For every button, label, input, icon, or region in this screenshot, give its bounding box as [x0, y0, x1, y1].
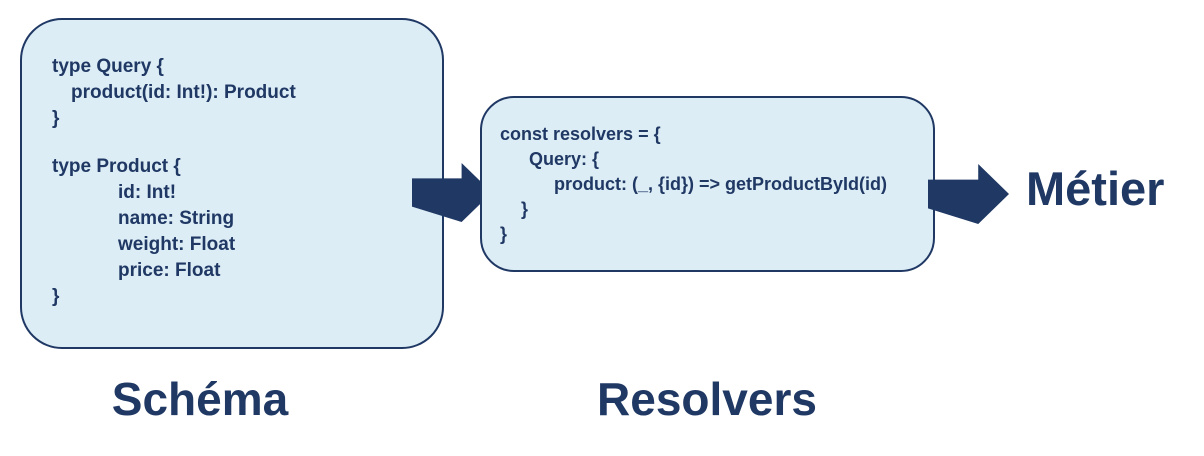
resolvers-code-box: const resolvers = { Query: { product: (_…	[480, 96, 935, 272]
code-line: name: String	[118, 208, 235, 229]
resolvers-caption: Resolvers	[597, 373, 817, 425]
code-line: Query: {	[529, 149, 600, 169]
code-line: product(id: Int!): Product	[71, 82, 296, 103]
code-line: product: (_, {id}) => getProductById(id)	[554, 174, 888, 194]
code-blank-line	[52, 132, 426, 154]
arrow-resolvers-to-metier-icon	[928, 164, 1009, 224]
code-line: type Query {	[52, 56, 164, 77]
code-line: }	[52, 108, 60, 129]
code-line: }	[500, 224, 508, 244]
code-line: }	[521, 199, 529, 219]
metier-label: Métier	[1026, 162, 1165, 215]
code-line: }	[52, 286, 60, 307]
schema-code-box: type Query { product(id: Int!): Product …	[20, 18, 444, 349]
schema-caption: Schéma	[111, 373, 289, 425]
code-line: type Product {	[52, 156, 181, 177]
code-line: weight: Float	[118, 234, 236, 255]
code-line: price: Float	[118, 260, 221, 281]
code-line: id: Int!	[118, 182, 177, 203]
code-line: const resolvers = {	[500, 124, 661, 144]
